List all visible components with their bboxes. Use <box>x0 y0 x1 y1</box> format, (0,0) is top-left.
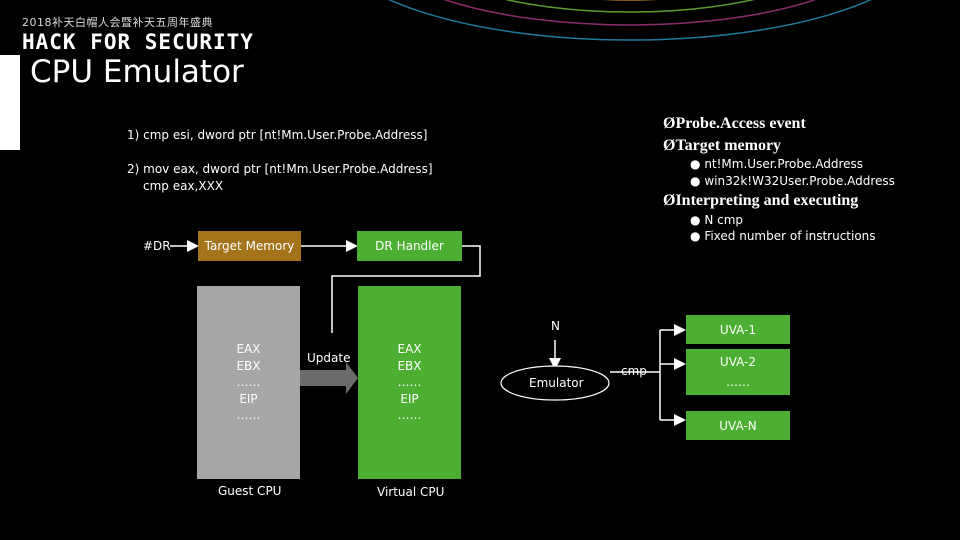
arrow-bullet-icon: Ø <box>663 192 676 209</box>
dot-bullet-icon: ● <box>690 229 701 243</box>
uva-ellipsis: …… <box>726 375 750 389</box>
uva-n-box: UVA-N <box>686 411 790 440</box>
guest-reg-eip: EIP <box>239 391 258 406</box>
guest-reg-eax: EAX <box>236 342 261 357</box>
virtual-reg-ellipsis-2: …… <box>397 408 422 423</box>
slide-title: CPU Emulator <box>30 54 244 90</box>
sub-bullet-fixed-instructions: ● Fixed number of instructions <box>690 229 876 243</box>
code-line-2: 2) mov eax, dword ptr [nt!Mm.User.Probe.… <box>127 162 433 176</box>
virtual-reg-eax: EAX <box>397 342 422 357</box>
guest-reg-ellipsis: …… <box>236 375 261 390</box>
arrow-bullet-icon: Ø <box>663 115 676 132</box>
bullet-interpreting: ØInterpreting and executing <box>663 192 859 209</box>
update-arrow-icon <box>300 362 358 394</box>
uva-2-box: UVA-2 …… <box>686 349 790 395</box>
code-line-3: cmp eax,XXX <box>143 179 224 193</box>
code-line-1: 1) cmp esi, dword ptr [nt!Mm.User.Probe.… <box>127 128 428 142</box>
sub-bullet-mm-address: ● nt!Mm.User.Probe.Address <box>690 157 863 171</box>
emulator-node <box>500 365 610 401</box>
virtual-cpu-box: EAX EBX …… EIP …… <box>358 286 461 479</box>
virtual-reg-ebx: EBX <box>397 358 422 373</box>
handler-loop-line <box>331 245 481 333</box>
bullet-target-memory: ØTarget memory <box>663 137 782 154</box>
bullet-probe-access: ØProbe.Access event <box>663 115 806 132</box>
dr-label: #DR <box>143 239 171 253</box>
guest-reg-ebx: EBX <box>236 358 261 373</box>
guest-reg-ellipsis-2: …… <box>236 408 261 423</box>
virtual-reg-eip: EIP <box>400 391 419 406</box>
uva-2-label: UVA-2 <box>719 355 757 369</box>
guest-cpu-box: EAX EBX …… EIP …… <box>197 286 300 479</box>
sub-bullet-n-cmp: ● N cmp <box>690 213 744 227</box>
emulator-label: Emulator <box>529 376 584 390</box>
title-accent-bar <box>0 55 20 150</box>
virtual-reg-ellipsis: …… <box>397 375 422 390</box>
dot-bullet-icon: ● <box>690 157 701 171</box>
virtual-cpu-label: Virtual CPU <box>377 485 445 499</box>
n-label: N <box>551 319 560 333</box>
event-line: 2018补天白帽人会暨补天五周年盛典 <box>22 16 213 29</box>
brand-logo-text: HACK FOR SECURITY <box>22 30 254 54</box>
dr-handler-box: DR Handler <box>357 231 462 261</box>
target-memory-box: Target Memory <box>198 231 301 261</box>
header-decoration <box>388 0 872 41</box>
dot-bullet-icon: ● <box>690 174 701 188</box>
cmp-label: cmp <box>621 364 647 378</box>
arrow-bullet-icon: Ø <box>663 137 676 154</box>
uva-1-box: UVA-1 <box>686 315 790 344</box>
update-label: Update <box>307 351 351 365</box>
guest-cpu-label: Guest CPU <box>218 484 282 498</box>
dot-bullet-icon: ● <box>690 213 701 227</box>
sub-bullet-win32k-address: ● win32k!W32User.Probe.Address <box>690 174 895 188</box>
